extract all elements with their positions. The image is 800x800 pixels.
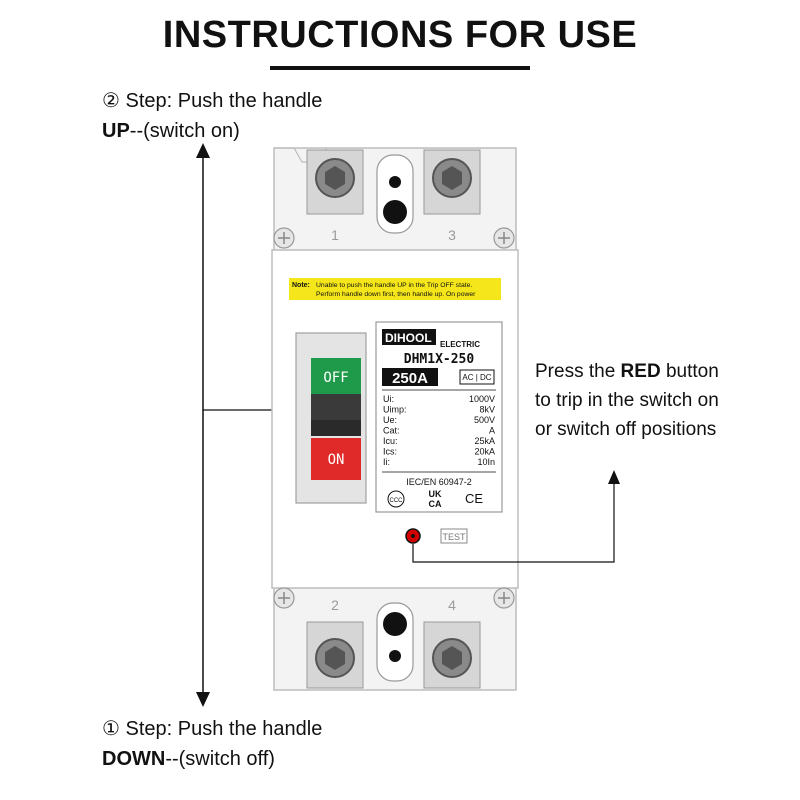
arrow-down-head (196, 692, 210, 707)
bottom-terminals: 2 4 (273, 587, 515, 689)
top-terminals: 1 3 (273, 149, 515, 249)
step-up-text: Step: Push the handle (119, 90, 323, 112)
spec-label: Uimp: (383, 405, 407, 415)
arrow-up-head (196, 143, 210, 158)
step-down-suffix: --(switch off) (165, 748, 275, 770)
ukca-mark-bottom: CA (429, 499, 442, 509)
red-note-highlight: RED (620, 361, 661, 382)
ccc-mark-icon (387, 490, 405, 508)
rating-label (375, 321, 503, 513)
spec-value: 25kA (474, 436, 495, 446)
ccc-mark: CCC (390, 498, 404, 504)
title-underline (270, 66, 530, 70)
spec-value: 20kA (474, 447, 495, 457)
step-down-text: Step: Push the handle (119, 718, 323, 740)
red-note-suffix: button to trip in the switch on or switc… (535, 361, 719, 440)
spec-value: 8kV (479, 405, 495, 415)
step-up-number: ② (102, 90, 120, 112)
step-down-number: ① (102, 718, 120, 740)
spec-value: 10In (477, 457, 495, 467)
note-line-2: Perform handle down first, then handle u… (316, 291, 476, 298)
spec-value: 1000V (469, 394, 495, 404)
note-line-1: Unable to push the handle UP in the Trip… (316, 282, 472, 289)
test-pointer-arrowhead (608, 470, 620, 484)
on-indicator (311, 438, 361, 480)
page-title: INSTRUCTIONS FOR USE (162, 14, 638, 56)
spec-label: Icu: (383, 436, 398, 446)
on-label: ON (328, 452, 345, 468)
step-down-action: DOWN (102, 748, 166, 770)
terminal-label: 1 (331, 227, 339, 243)
brand-sub: ELECTRIC (440, 340, 480, 349)
spec-label: Ue: (383, 415, 397, 425)
spec-table: Ui: 1000V Uimp: 8kV Ue: 500V Cat: A Icu: 25kA Ics:… (383, 394, 495, 467)
terminal-label: 2 (331, 597, 339, 613)
test-pointer-line (412, 478, 615, 563)
note-banner (289, 278, 501, 300)
spec-label: Ii: (383, 457, 390, 467)
current-rating: 250A (392, 370, 428, 387)
step-up-instruction: ② Step: Push the handle UP--(switch on) (102, 86, 322, 146)
ce-mark: CE (465, 491, 483, 506)
red-note-prefix: Press the (535, 361, 621, 382)
test-label: TEST (442, 532, 466, 542)
current-type: AC | DC (462, 373, 491, 382)
step-up-suffix: --(switch on) (129, 120, 240, 142)
terminal-label: 4 (448, 597, 456, 613)
spec-label: Ui: (383, 394, 394, 404)
off-indicator (311, 358, 361, 394)
spec-label: Ics: (383, 447, 397, 457)
spec-value: A (489, 426, 495, 436)
standard-label: IEC/EN 60947-2 (406, 477, 472, 487)
ukca-mark-top: UK (429, 489, 442, 499)
spec-label: Cat: (383, 426, 400, 436)
off-label: OFF (323, 370, 348, 386)
note-label: Note: (292, 282, 310, 289)
red-button-note: Press the RED button to trip in the swit… (535, 357, 735, 444)
brand-name: DIHOOL (385, 331, 432, 345)
model-number: DHM1X-250 (404, 352, 475, 367)
spec-value: 500V (474, 415, 495, 425)
step-down-instruction: ① Step: Push the handle DOWN--(switch of… (102, 714, 322, 774)
terminal-label: 3 (448, 227, 456, 243)
step-up-action: UP (102, 120, 130, 142)
